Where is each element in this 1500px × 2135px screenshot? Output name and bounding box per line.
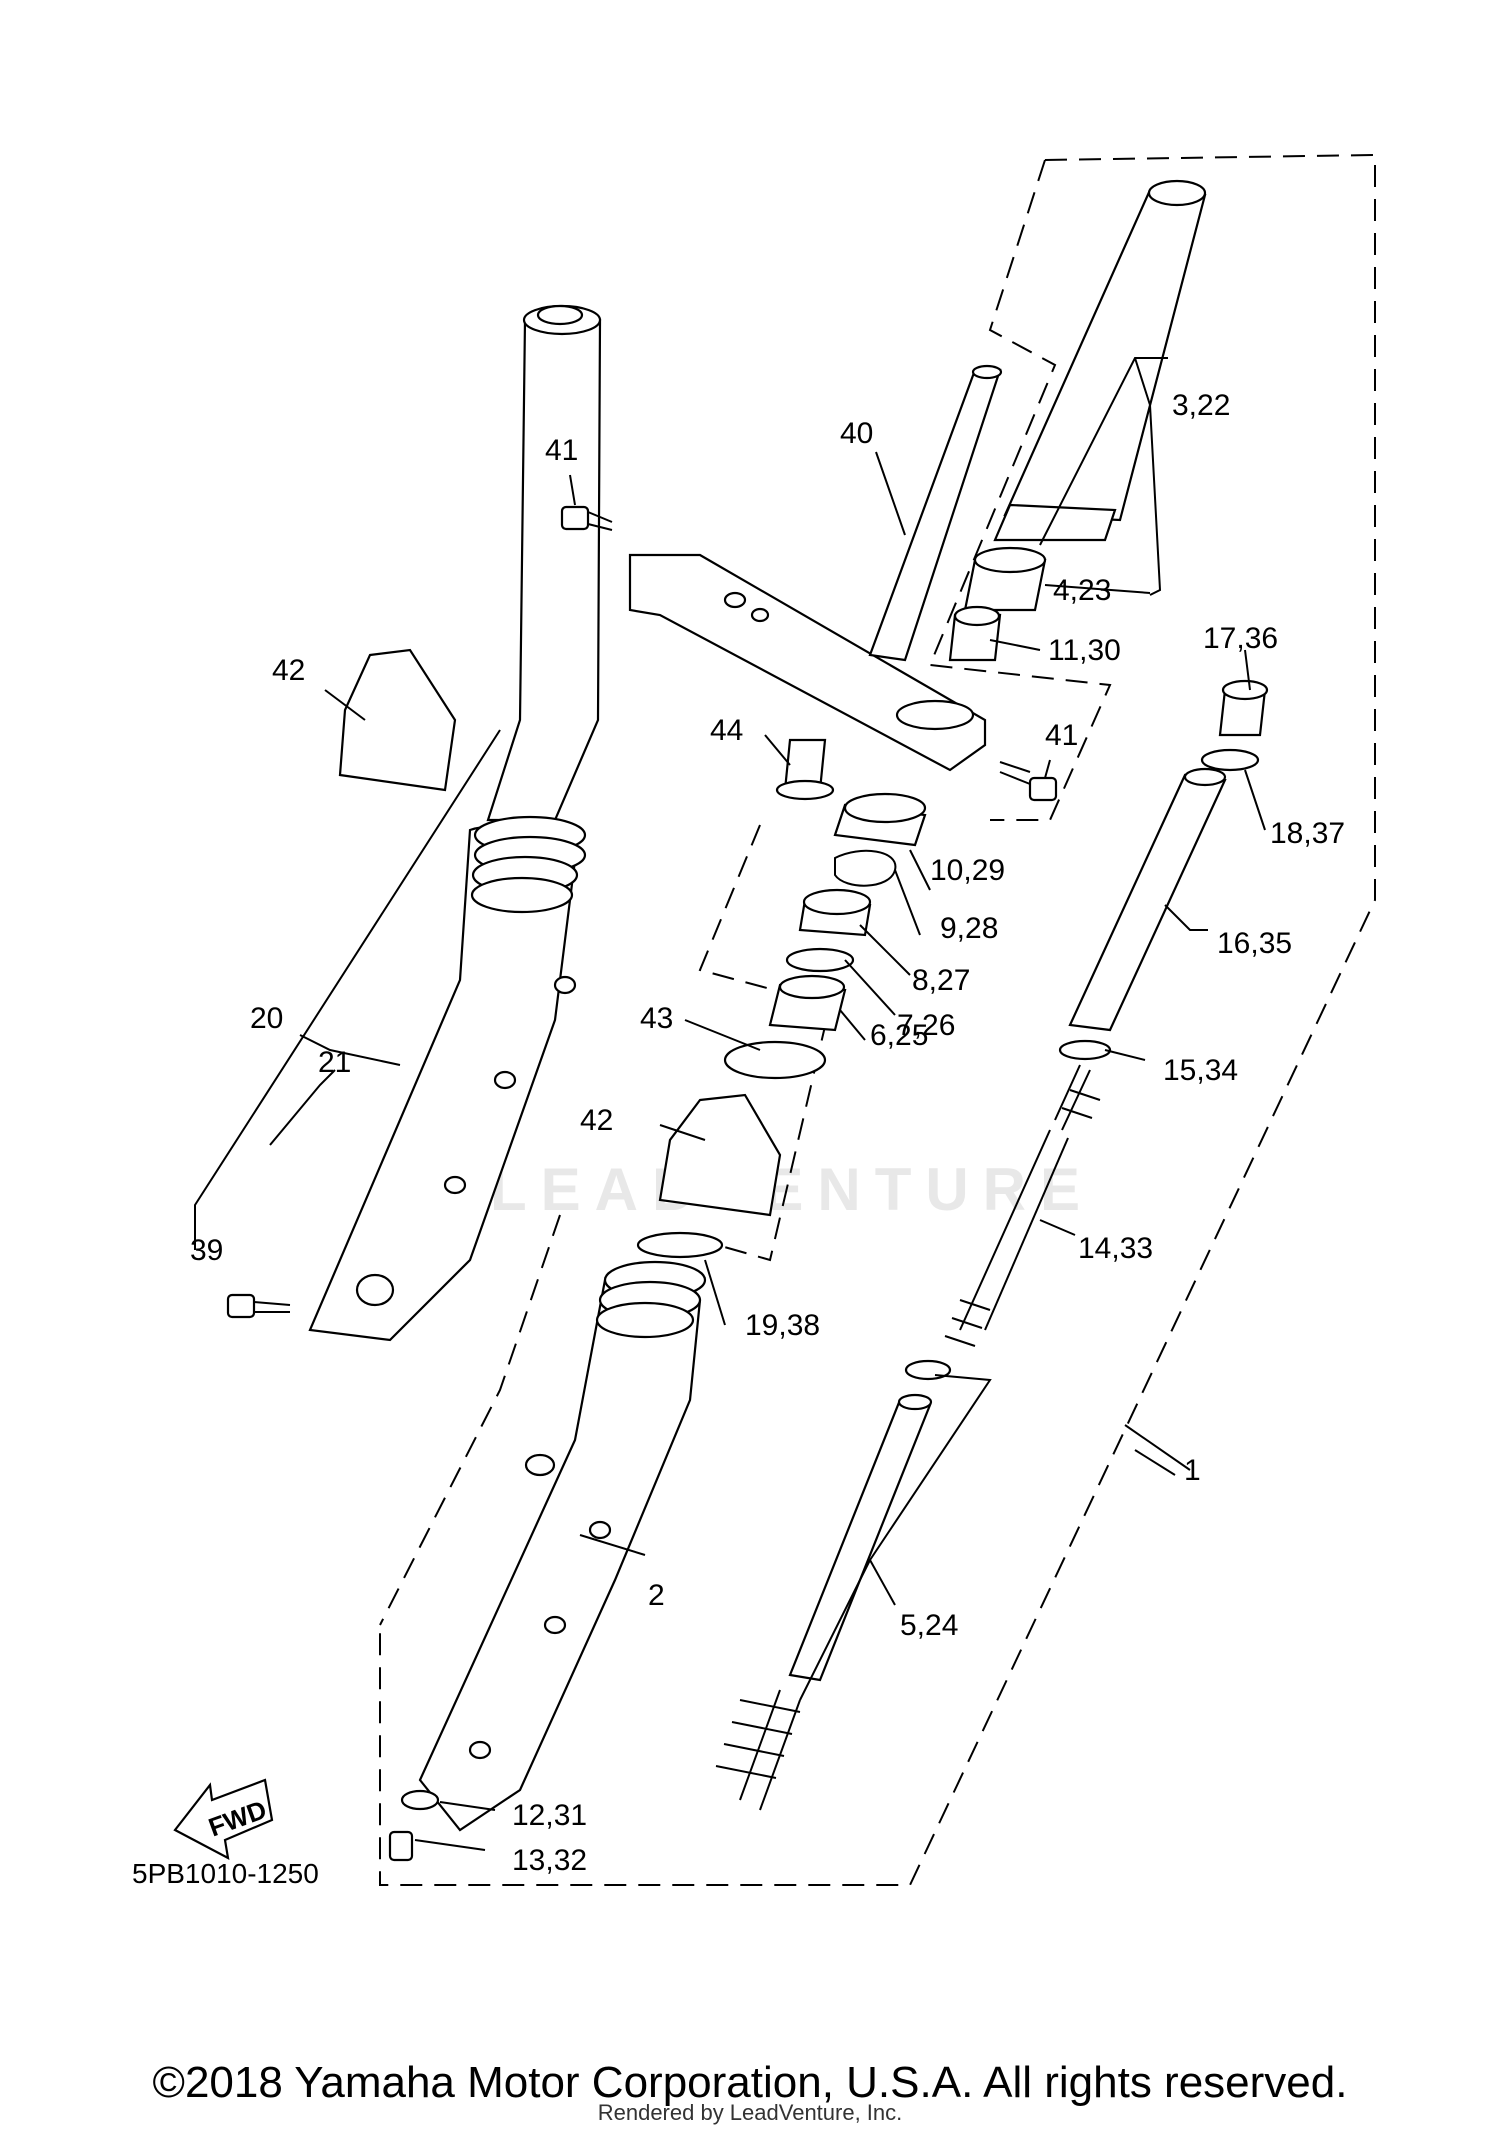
callout-41-right: 41 (1045, 719, 1078, 752)
fork-spring (944, 1064, 1101, 1347)
cap-44 (775, 738, 835, 801)
upper-assembly-outline (928, 159, 1112, 821)
bolt-41-left (560, 505, 613, 531)
washer-12 (400, 1789, 440, 1811)
bolt-39 (226, 1293, 291, 1319)
bushing-4 (963, 546, 1047, 612)
callout-6-25: 6,25 (870, 1019, 928, 1052)
assembly-outline-1 (379, 153, 1376, 1886)
slide-bushing (768, 974, 847, 1032)
callout-labels: 1 2 3,22 4,23 5,24 6,25 7,26 8,27 9,28 1… (190, 389, 1345, 1877)
diagram-code: 5PB1010-1250 (132, 1858, 319, 1889)
guide-ring (723, 1040, 827, 1080)
callout-42-lower: 42 (580, 1104, 613, 1137)
callout-12-31: 12,31 (512, 1799, 587, 1832)
retaining-clip (834, 849, 897, 887)
rebound-spring (715, 1689, 801, 1811)
bolt-13 (388, 1830, 414, 1862)
bushing-11 (948, 605, 1002, 662)
o-ring-19 (636, 1231, 724, 1259)
bolt-41-right (999, 761, 1058, 802)
callout-15-34: 15,34 (1163, 1054, 1238, 1087)
callout-10-29: 10,29 (930, 854, 1005, 887)
lower-bracket (628, 553, 987, 772)
callout-41-left: 41 (545, 434, 578, 467)
cap-bolt (1218, 679, 1269, 737)
lower-leg-assembly (308, 815, 587, 1342)
callout-1: 1 (1184, 1454, 1201, 1487)
oil-seal (798, 888, 872, 937)
steering-shaft (868, 364, 1003, 662)
callout-44: 44 (710, 714, 743, 747)
washer-15 (1058, 1039, 1112, 1061)
watermark-text: LEADVENTURE (490, 1156, 1094, 1223)
callout-11-30: 11,30 (1048, 634, 1121, 667)
callout-17-36: 17,36 (1203, 622, 1278, 655)
callout-7-26: 7,26 (897, 1009, 955, 1042)
callout-21: 21 (318, 1046, 351, 1079)
callout-8-27: 8,27 (912, 964, 970, 997)
spacer-tube (1068, 767, 1227, 1032)
rendered-by-credit: Rendered by LeadVenture, Inc. (597, 2100, 903, 2125)
callout-16-35: 16,35 (1217, 927, 1292, 960)
fwd-arrow-icon: FWD (173, 1778, 274, 1861)
callout-3-22: 3,22 (1172, 389, 1230, 422)
copyright-notice: ©2018 Yamaha Motor Corporation, U.S.A. A… (152, 2058, 1348, 2107)
inner-tube (486, 304, 602, 822)
outer-tube-outline (379, 1214, 561, 1626)
callout-42-upper: 42 (272, 654, 305, 687)
callout-2: 2 (648, 1579, 665, 1612)
callout-43: 43 (640, 1002, 673, 1035)
callout-39: 39 (190, 1234, 223, 1267)
damper-rod (788, 1359, 952, 1682)
callout-5-24: 5,24 (900, 1609, 958, 1642)
callout-9-28: 9,28 (940, 912, 998, 945)
callout-4-23: 4,23 (1053, 574, 1111, 607)
cover-42-lower (658, 1093, 782, 1217)
callout-19-38: 19,38 (745, 1309, 820, 1342)
dust-seal (833, 792, 927, 847)
callout-13-32: 13,32 (512, 1844, 587, 1877)
callout-14-33: 14,33 (1078, 1232, 1153, 1265)
leader-lines (194, 357, 1266, 1851)
callout-20: 20 (250, 1002, 283, 1035)
outer-tube-top (993, 179, 1207, 542)
washer-7 (785, 947, 855, 973)
o-ring-18 (1200, 748, 1260, 772)
outer-tube-2 (418, 1260, 707, 1832)
cover-42-upper (338, 648, 457, 792)
callout-40: 40 (840, 417, 873, 450)
callout-18-37: 18,37 (1270, 817, 1345, 850)
